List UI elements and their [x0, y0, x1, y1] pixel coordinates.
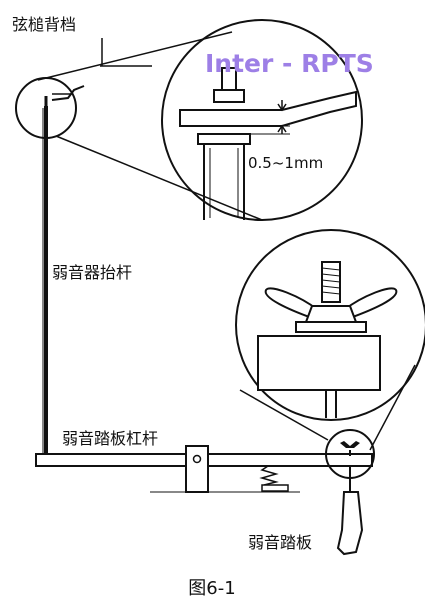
label-lift-rod: 弱音器抬杆	[52, 263, 132, 282]
tangent-top	[37, 31, 233, 81]
label-hammer-rail: 弦槌背档	[12, 15, 76, 34]
label-gap: 0.5~1mm	[248, 154, 323, 172]
tangent-bottom	[55, 135, 263, 221]
lift-rod	[42, 106, 48, 455]
label-pedal: 弱音踏板	[248, 533, 312, 552]
lower-tangent-left	[239, 389, 329, 441]
figure-caption: 图6-1	[188, 578, 235, 599]
wing-nut-detail-circle	[235, 229, 425, 421]
top-detail-circle	[161, 19, 363, 221]
label-pedal-lever: 弱音踏板杠杆	[62, 429, 158, 448]
hammer-rail-small-circle	[15, 77, 85, 139]
pedal-lever-bar	[35, 445, 373, 493]
soft-pedal	[336, 466, 364, 556]
watermark-text: Inter - RPTS	[205, 49, 374, 78]
lower-tangent-right	[369, 364, 416, 451]
